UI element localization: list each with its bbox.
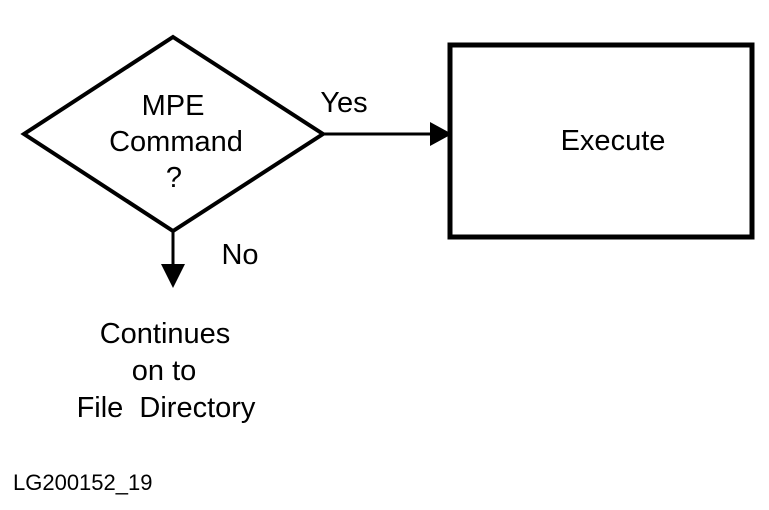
yes-label: Yes — [320, 87, 367, 119]
no-arrowhead — [161, 264, 185, 288]
decision-line-1: MPE — [142, 90, 205, 122]
outcome-line-3: File Directory — [77, 392, 256, 424]
figure-id: LG200152_19 — [13, 470, 152, 495]
decision-line-2: Command — [109, 126, 243, 158]
outcome-line-2: on to — [132, 355, 197, 387]
execute-label: Execute — [561, 125, 666, 157]
no-label: No — [221, 239, 258, 271]
decision-line-3: ? — [166, 162, 182, 194]
execute-box — [447, 42, 755, 240]
outcome-line-1: Continues — [100, 318, 231, 350]
yes-arrowhead — [430, 122, 452, 146]
